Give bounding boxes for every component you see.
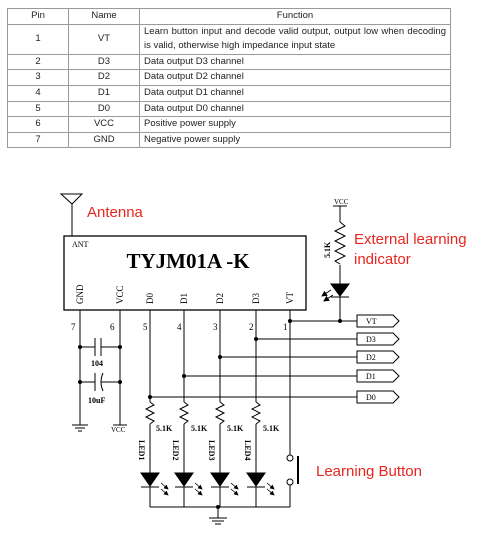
- cell-function: Negative power supply: [139, 131, 451, 149]
- led-branch-1: [140, 401, 160, 507]
- led-labels: LED1 LED2 LED3 LED4: [137, 440, 252, 460]
- ant-label: ANT: [72, 240, 89, 249]
- bottom-ground-symbol: [209, 517, 227, 525]
- cell-function: Data output D3 channel: [139, 53, 451, 71]
- cell-pin: 4: [7, 84, 69, 102]
- cell-function: Data output D1 channel: [139, 84, 451, 102]
- ground-symbol: [72, 424, 88, 432]
- table-row: 5 D0 Data output D0 channel: [7, 100, 451, 118]
- cell-function: Positive power supply: [139, 116, 451, 133]
- capacitor-10uf: [80, 372, 120, 392]
- table-row: 1 VT Learn button input and decode valid…: [7, 23, 451, 55]
- output-tag-labels: VT D3 D2 D1 D0: [366, 317, 377, 402]
- led-label: LED1: [137, 440, 146, 460]
- output-label-d3: D3: [366, 335, 376, 344]
- cell-name: VT: [68, 23, 140, 55]
- pin-number: 1: [283, 322, 288, 332]
- pin-number: 4: [177, 322, 182, 332]
- cap1-label: 104: [91, 359, 103, 368]
- header-function: Function: [139, 8, 451, 25]
- table-row: 4 D1 Data output D1 channel: [7, 84, 451, 102]
- junction-dots: [78, 319, 342, 509]
- chip-pin-leads: [79, 310, 291, 455]
- cell-name: VCC: [68, 116, 140, 133]
- callout-indicator-line1: External learning: [354, 231, 467, 248]
- led-branch-4: [246, 401, 266, 507]
- chip-pin-labels: GND VCC D0 D1 D2 D3 VT: [75, 284, 295, 304]
- pin-number: 6: [110, 322, 115, 332]
- table-row: 6 VCC Positive power supply: [7, 116, 451, 133]
- header-pin: Pin: [7, 8, 69, 25]
- pin-label-d3: D3: [251, 293, 261, 304]
- cell-pin: 7: [7, 131, 69, 149]
- circuit-schematic: ANT TYJM01A -K GND VCC D0 D1 D2 D3 VT 7 …: [59, 193, 467, 525]
- cell-pin: 3: [7, 69, 69, 86]
- cap2-label: 10uF: [88, 396, 105, 405]
- indicator-circuit: [321, 205, 350, 321]
- led-branch-3: [210, 401, 230, 507]
- table-header-row: Pin Name Function: [7, 8, 451, 25]
- led-label: LED2: [171, 440, 180, 460]
- cell-pin: 5: [7, 100, 69, 118]
- output-tags: [356, 314, 400, 404]
- cell-name: D3: [68, 53, 140, 71]
- pin-label-d2: D2: [215, 293, 225, 304]
- callouts: Antenna External learning indicator Lear…: [87, 204, 467, 480]
- resistor-label: 5.1K: [263, 424, 280, 433]
- resistor-label: 5.1K: [227, 424, 244, 433]
- callout-learning-button: Learning Button: [316, 463, 422, 480]
- callout-antenna: Antenna: [87, 204, 144, 221]
- pin-number: 7: [71, 322, 76, 332]
- pin-label-d0: D0: [145, 293, 155, 304]
- pin-label-vt: VT: [285, 292, 295, 304]
- pin-number: 2: [249, 322, 254, 332]
- pin-label-vcc: VCC: [115, 285, 125, 304]
- cell-name: GND: [68, 131, 140, 149]
- cell-name: D2: [68, 69, 140, 86]
- table-row: 2 D3 Data output D3 channel: [7, 53, 451, 71]
- output-label-d0: D0: [366, 393, 376, 402]
- header-name: Name: [68, 8, 140, 25]
- pin-label-d1: D1: [179, 293, 189, 304]
- chip-body: [63, 235, 307, 311]
- cell-function: Data output D2 channel: [139, 69, 451, 86]
- cell-pin: 2: [7, 53, 69, 71]
- antenna-symbol: [59, 193, 84, 236]
- output-label-d2: D2: [366, 353, 376, 362]
- led-label: LED3: [207, 440, 216, 460]
- output-bus-lines: [150, 320, 357, 398]
- pin-function-table: Pin Name Function 1 VT Learn button inpu…: [7, 8, 451, 149]
- led-light-arrows: [160, 482, 275, 496]
- chip-name: TYJM01A -K: [126, 249, 250, 273]
- learning-button-switch: [286, 454, 299, 507]
- cell-pin: 1: [7, 23, 69, 55]
- pin-number: 3: [213, 322, 218, 332]
- resistor-label: 5.1K: [156, 424, 173, 433]
- top-vcc-label: VCC: [334, 198, 349, 206]
- cell-pin: 6: [7, 116, 69, 133]
- cell-function: Learn button input and decode valid outp…: [139, 23, 451, 55]
- table-row: 3 D2 Data output D2 channel: [7, 69, 451, 86]
- resistor-labels: 5.1K 5.1K 5.1K 5.1K: [156, 424, 280, 433]
- output-label-d1: D1: [366, 372, 376, 381]
- pin-label-gnd: GND: [75, 284, 85, 304]
- callout-indicator-line2: indicator: [354, 251, 411, 268]
- capacitor-104: [80, 338, 120, 356]
- cell-function: Data output D0 channel: [139, 100, 451, 118]
- resistor-label: 5.1K: [191, 424, 208, 433]
- output-label-vt: VT: [366, 317, 377, 326]
- led-branch-2: [174, 401, 194, 507]
- pin-numbers: 7 6 5 4 3 2 1: [71, 322, 288, 332]
- table-row: 7 GND Negative power supply: [7, 131, 451, 149]
- cell-name: D1: [68, 84, 140, 102]
- cell-name: D0: [68, 100, 140, 118]
- indicator-resistor-label: 5.1K: [323, 241, 332, 258]
- pin-number: 5: [143, 322, 148, 332]
- led-label: LED4: [243, 440, 252, 460]
- bottom-vcc-label: VCC: [111, 426, 126, 434]
